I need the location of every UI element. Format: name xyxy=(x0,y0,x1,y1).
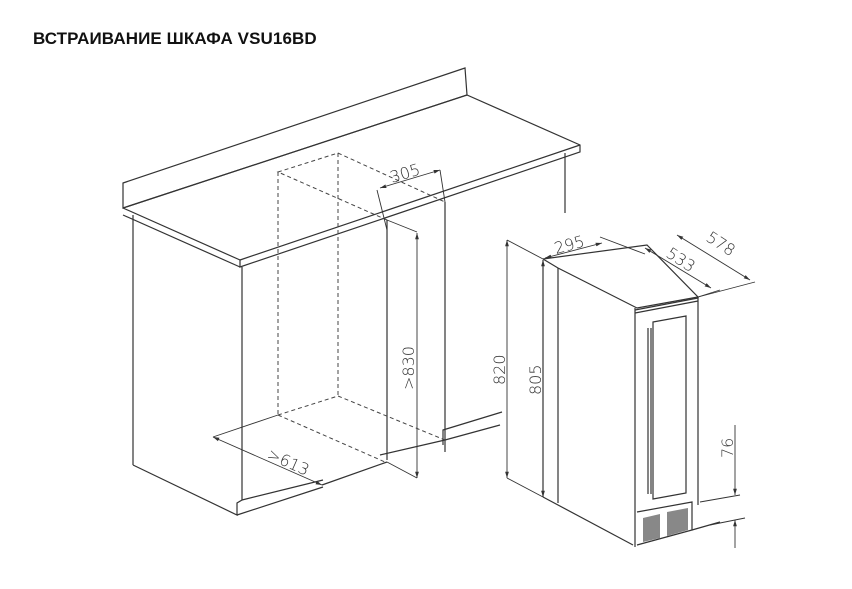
dim-niche-height: >830 xyxy=(399,346,418,390)
dim-body-depth: 533 xyxy=(663,243,699,276)
niche-dimension-lines xyxy=(212,169,446,486)
kitchen-cabinet xyxy=(122,67,581,516)
page-title: ВСТРАИВАНИЕ ШКАФА VSU16BD xyxy=(33,29,317,48)
dim-body-height: 805 xyxy=(526,364,545,395)
dim-total-height: 820 xyxy=(490,354,509,385)
dim-niche-depth: >613 xyxy=(264,444,312,479)
cooler-dimension-lines xyxy=(505,234,756,548)
wine-cooler xyxy=(542,244,721,547)
dim-total-depth: 578 xyxy=(703,227,739,260)
dim-niche-width: 305 xyxy=(388,160,423,187)
dim-plinth-height: 76 xyxy=(718,438,737,458)
